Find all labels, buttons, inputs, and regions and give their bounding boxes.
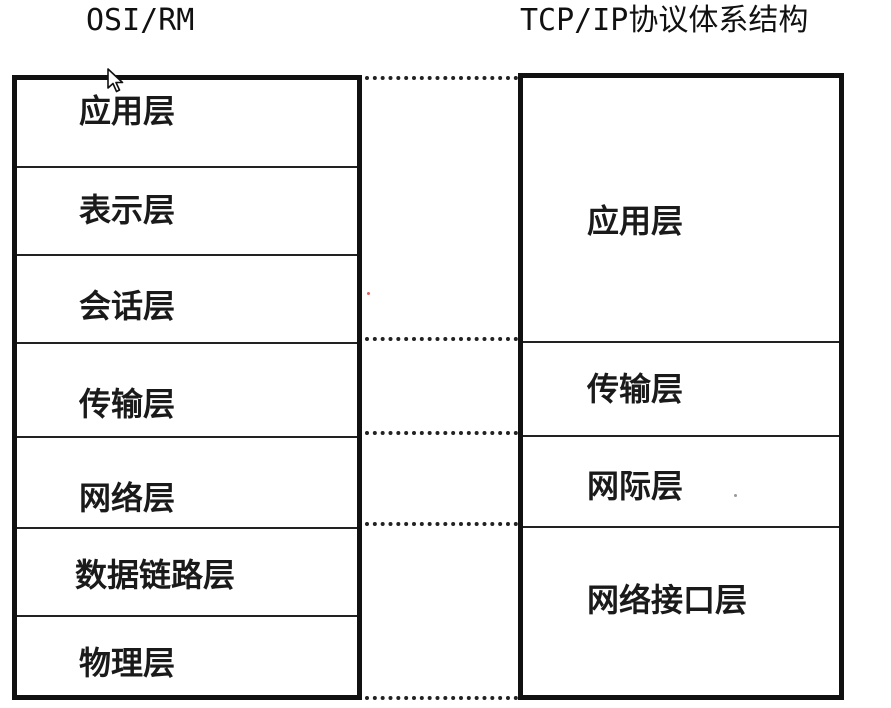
osi-layer-physical: 物理层 xyxy=(17,615,357,695)
osi-layer-network: 网络层 xyxy=(17,436,357,527)
artifact-dot xyxy=(734,494,737,497)
osi-layer-label: 应用层 xyxy=(79,92,176,130)
connector-application-transport xyxy=(365,337,518,341)
mouse-pointer-icon xyxy=(107,68,124,93)
osi-layer-label: 会话层 xyxy=(79,287,176,325)
tcpip-layer-label: 网际层 xyxy=(587,467,684,505)
osi-layer-transport: 传输层 xyxy=(17,342,357,436)
osi-layer-presentation: 表示层 xyxy=(17,166,357,254)
osi-layer-label: 表示层 xyxy=(79,191,176,229)
osi-layer-data-link: 数据链路层 xyxy=(17,527,357,615)
osi-layer-application: 应用层 xyxy=(17,80,357,166)
tcpip-layer-application: 应用层 xyxy=(523,78,839,341)
tcpip-layer-label: 传输层 xyxy=(587,370,684,408)
tcpip-layer-internet: 网际层 xyxy=(523,435,839,526)
osi-layer-label: 数据链路层 xyxy=(75,556,236,594)
tcpip-layer-label: 应用层 xyxy=(587,202,684,240)
tcpip-layer-label: 网络接口层 xyxy=(587,581,748,619)
osi-layer-label: 网络层 xyxy=(79,479,176,517)
tcpip-layer-network-interface: 网络接口层 xyxy=(523,526,839,695)
connector-network-link xyxy=(365,522,518,526)
osi-layer-session: 会话层 xyxy=(17,254,357,342)
artifact-dot xyxy=(367,292,370,295)
connector-bottom xyxy=(365,696,518,700)
osi-layer-label: 传输层 xyxy=(79,385,176,423)
osi-stack: 应用层 表示层 会话层 传输层 网络层 数据链路层 物理层 xyxy=(12,75,362,700)
connector-transport-network xyxy=(365,431,518,435)
connector-top xyxy=(365,76,518,80)
tcpip-layer-transport: 传输层 xyxy=(523,341,839,435)
tcpip-stack: 应用层 传输层 网际层 网络接口层 xyxy=(518,73,844,700)
osi-layer-label: 物理层 xyxy=(79,644,176,682)
tcpip-title: TCP/IP协议体系结构 xyxy=(520,3,809,38)
osi-title: OSI/RM xyxy=(86,3,195,38)
